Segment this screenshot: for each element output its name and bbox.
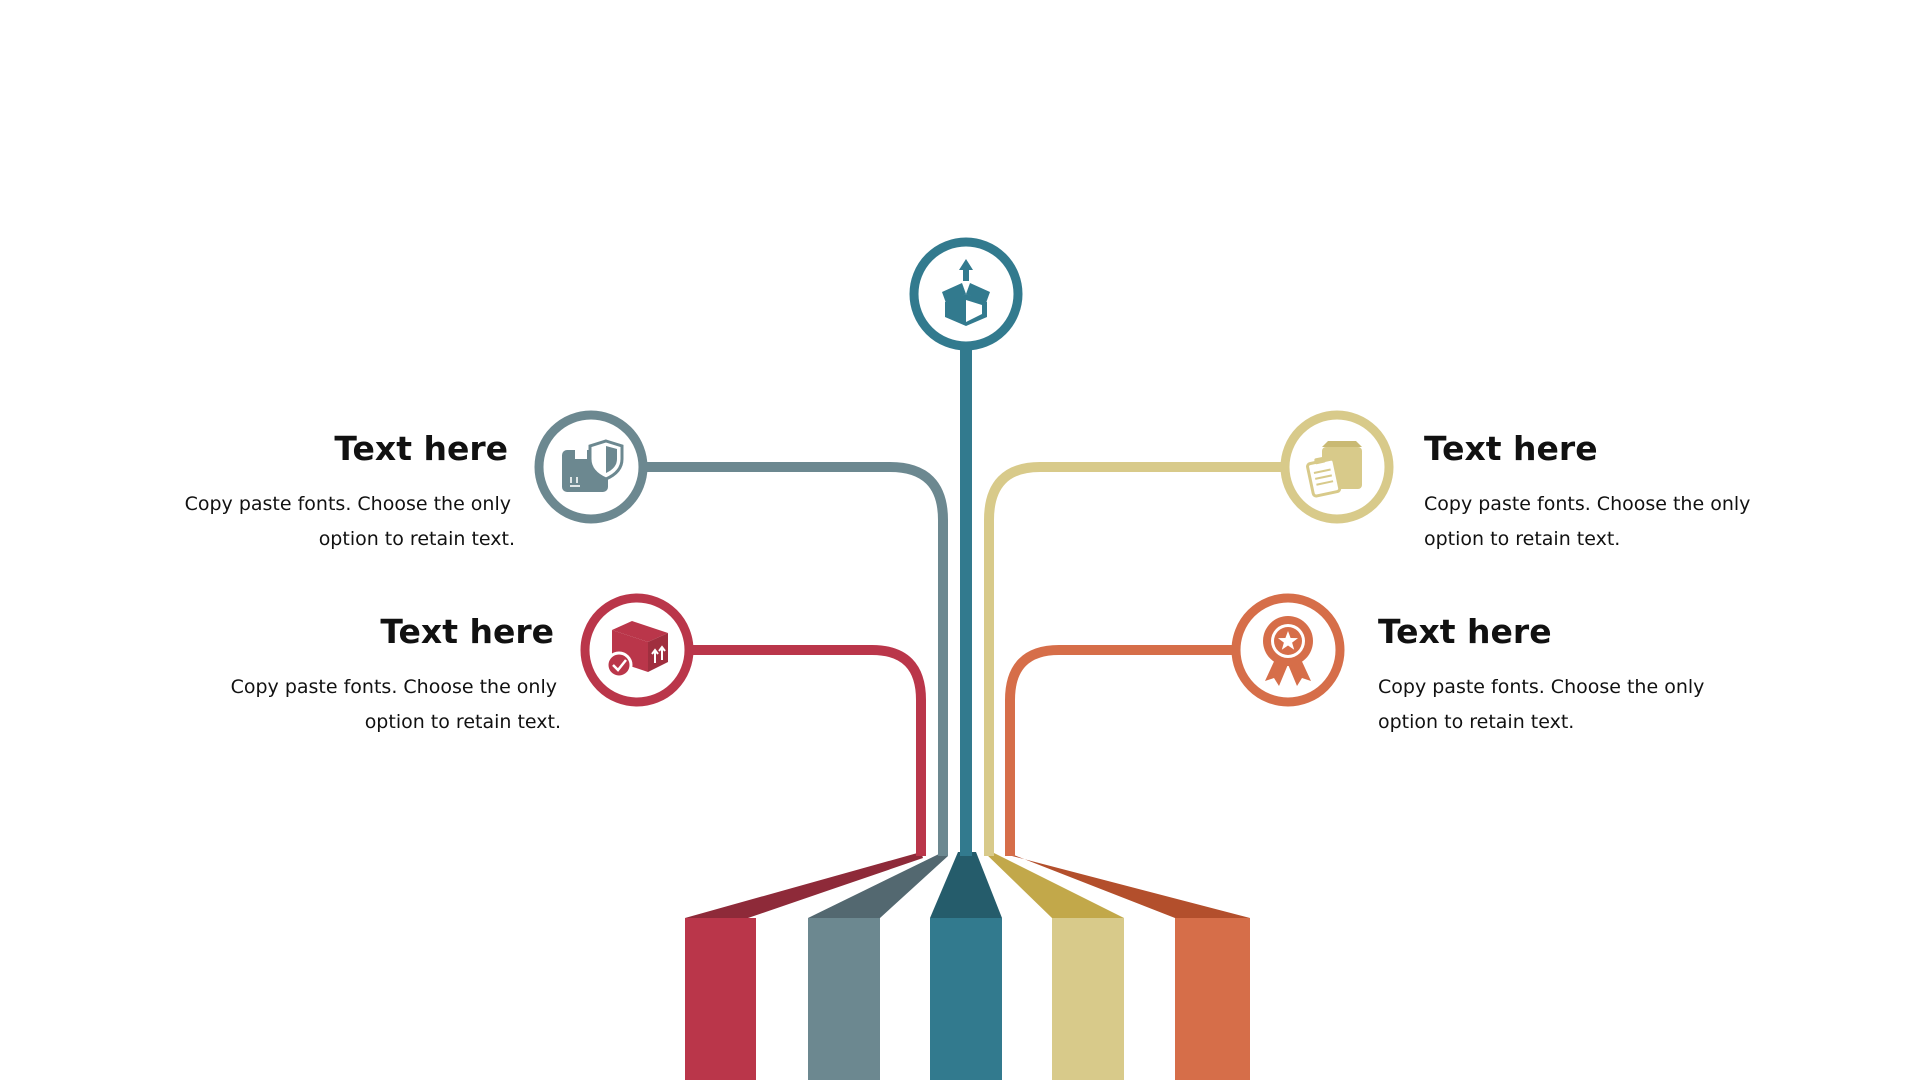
gray-item-description: Copy paste fonts. Choose the only option… — [185, 487, 515, 557]
orange-item-description-line2: option to retain text. — [1378, 711, 1575, 733]
red-item-description-line2: option to retain text. — [364, 711, 561, 733]
red-item-title: Text here — [380, 612, 554, 651]
orange-item-title: Text here — [1378, 612, 1552, 651]
ribbon-yellow — [984, 852, 1124, 1080]
clipboard-box-icon — [1306, 441, 1362, 498]
yellow-item-title: Text here — [1424, 429, 1598, 468]
ribbon-orange — [1006, 852, 1250, 1080]
yellow-item-description: Copy paste fonts. Choose the only option… — [1424, 487, 1750, 557]
gray-item-description-line2: option to retain text. — [318, 528, 515, 550]
open-box-upload-icon — [942, 259, 990, 326]
node-red — [580, 593, 694, 707]
node-gray — [534, 410, 648, 524]
node-yellow — [1280, 410, 1394, 524]
branch-line-gray — [644, 462, 948, 856]
package-check-icon — [605, 621, 668, 679]
yellow-item-description-line1: Copy paste fonts. Choose the only — [1424, 493, 1751, 515]
gray-item-description-line1: Copy paste fonts. Choose the only — [184, 493, 511, 515]
red-item-description: Copy paste fonts. Choose the only option… — [231, 670, 561, 740]
gray-item-title: Text here — [334, 429, 508, 468]
node-top — [909, 237, 1023, 351]
ribbon-teal — [930, 852, 1002, 1080]
red-item-description-line1: Copy paste fonts. Choose the only — [230, 676, 557, 698]
yellow-item-description-line2: option to retain text. — [1424, 528, 1621, 550]
orange-item-description: Copy paste fonts. Choose the only option… — [1378, 670, 1704, 740]
branch-line-red — [689, 645, 926, 856]
shield-box-icon — [562, 439, 624, 492]
branch-line-yellow — [984, 462, 1284, 856]
node-orange — [1231, 593, 1345, 707]
orange-item-description-line1: Copy paste fonts. Choose the only — [1378, 676, 1705, 698]
award-ribbon-icon — [1263, 616, 1313, 686]
ribbon-gray — [808, 852, 948, 1080]
ribbon-red — [685, 852, 923, 1080]
branch-line-orange — [1005, 645, 1236, 856]
